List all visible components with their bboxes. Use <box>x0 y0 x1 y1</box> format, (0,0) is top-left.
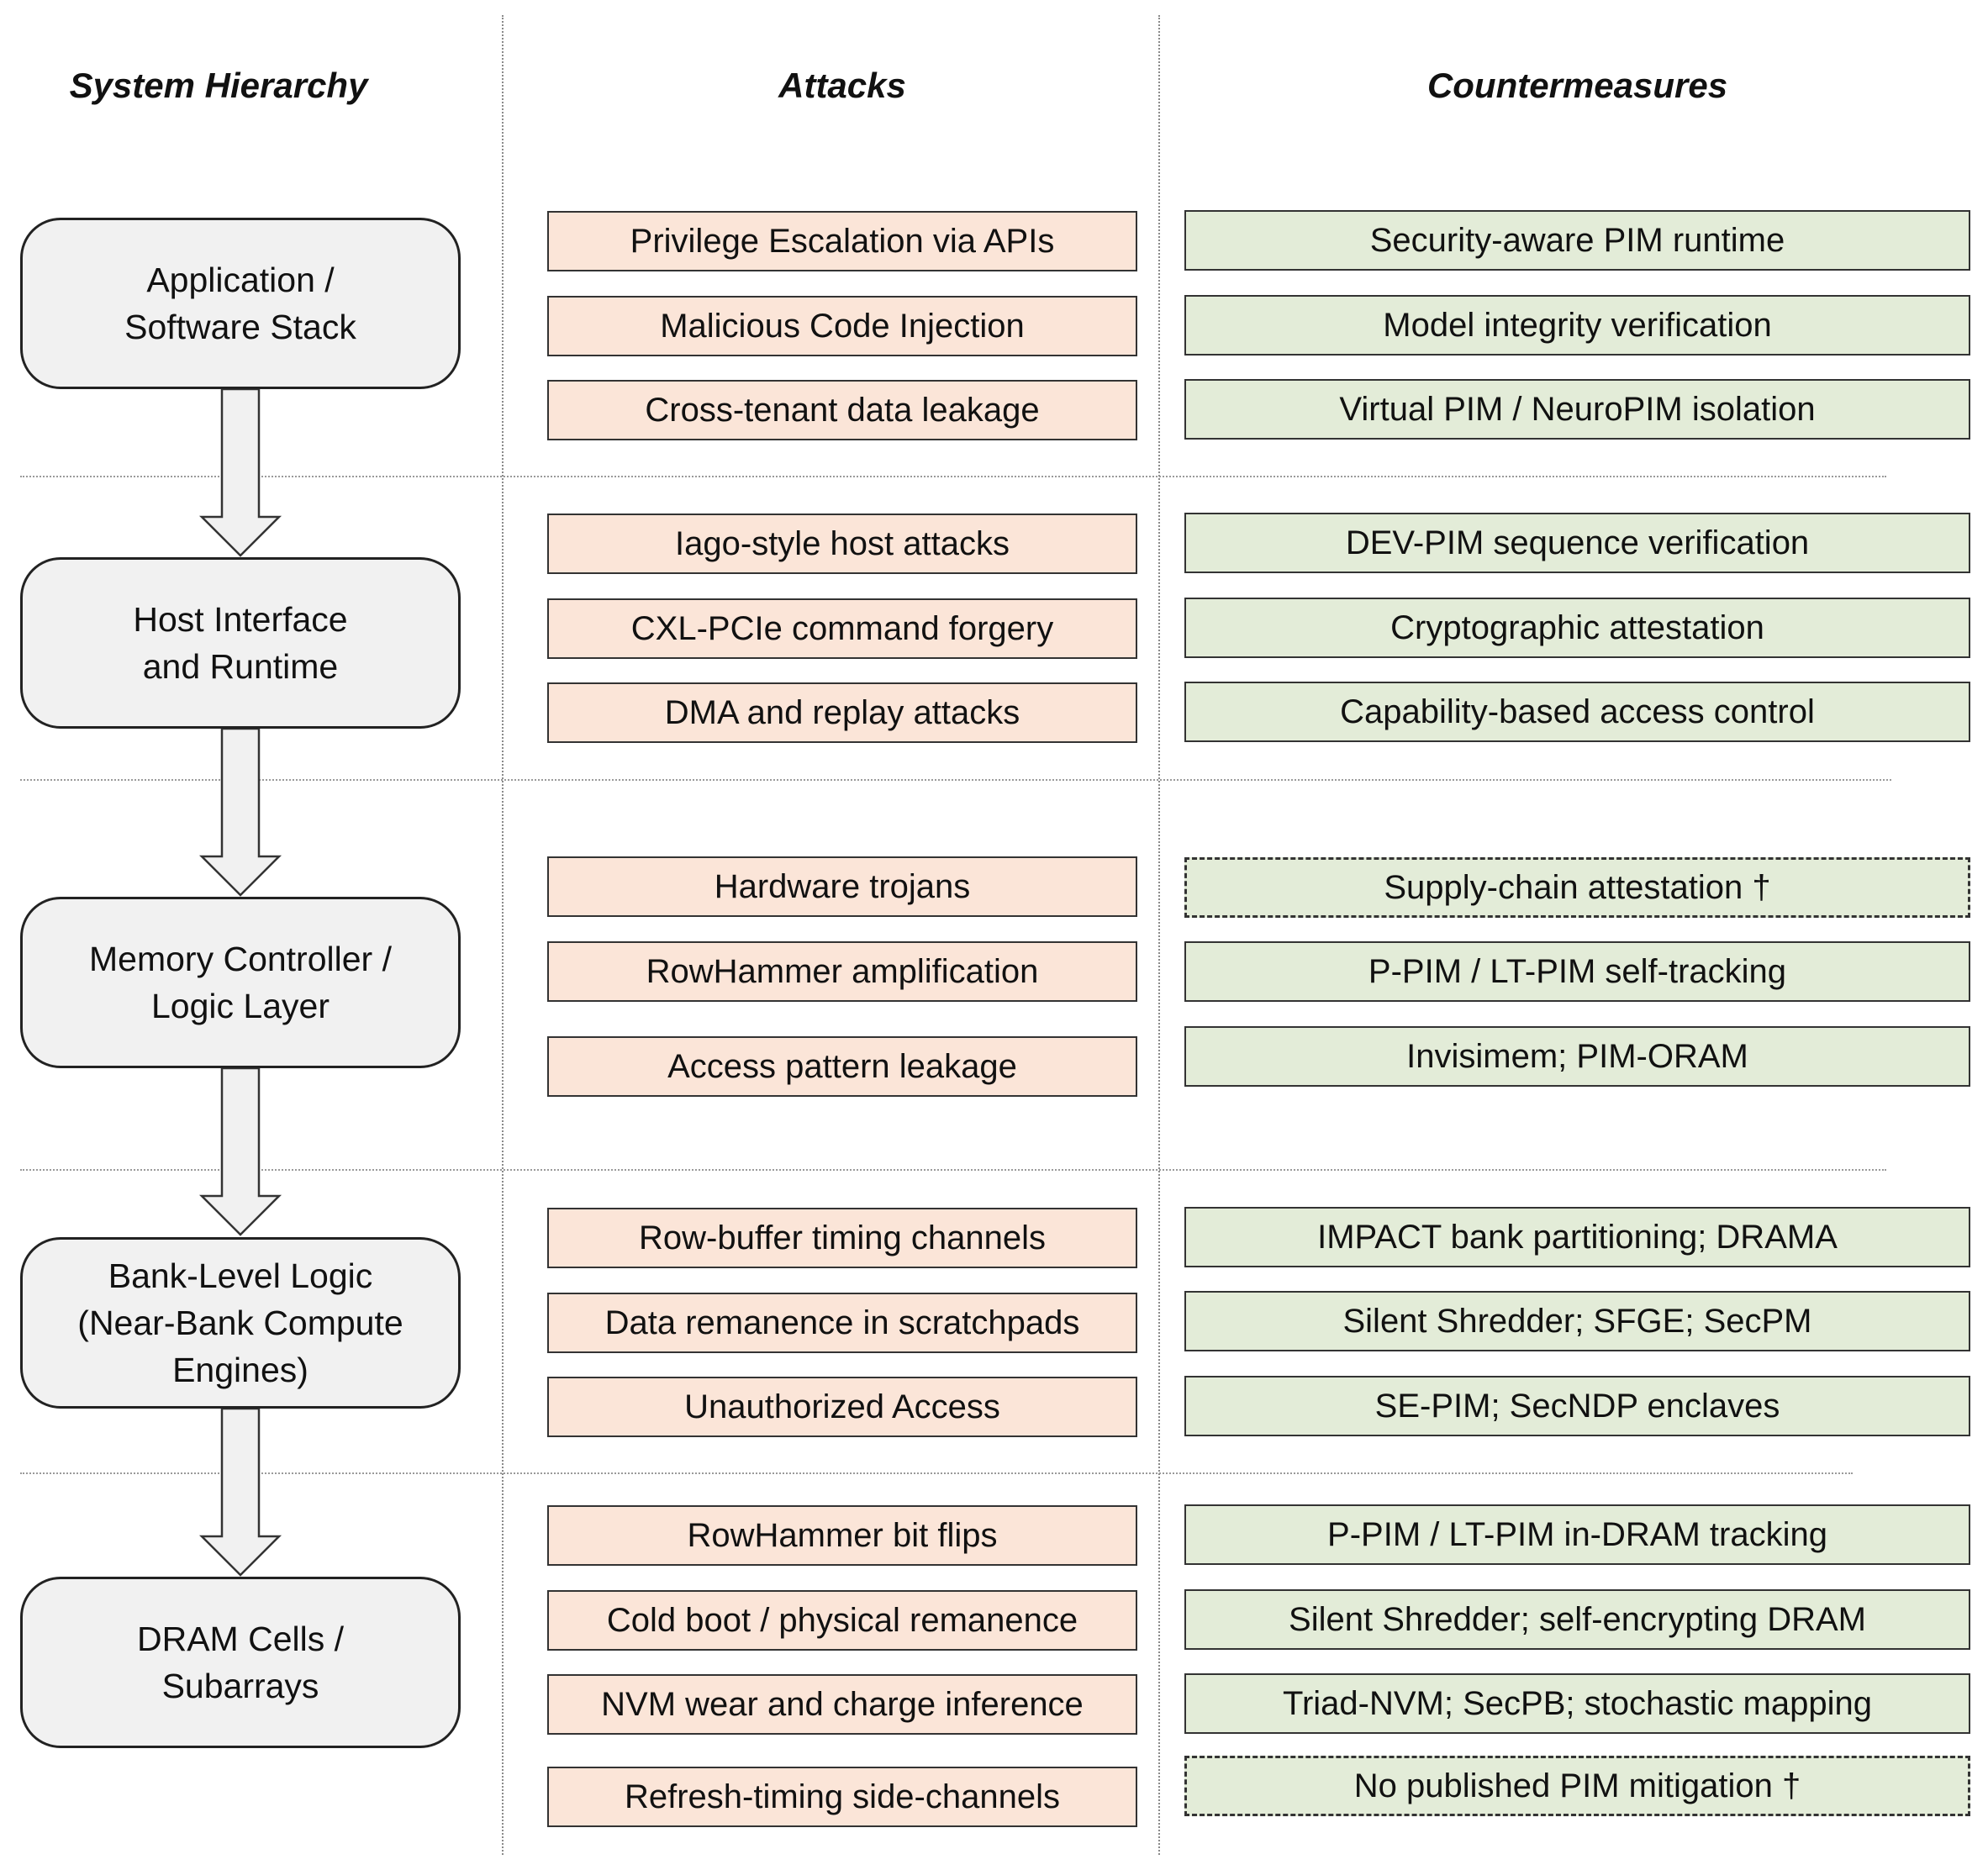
level-dram-cells-subarrays: DRAM Cells / Subarrays <box>20 1577 461 1748</box>
countermeasure-box: Security-aware PIM runtime <box>1184 210 1970 271</box>
attack-box: RowHammer amplification <box>547 941 1137 1002</box>
attack-box: Privilege Escalation via APIs <box>547 211 1137 271</box>
countermeasure-box: P-PIM / LT-PIM self-tracking <box>1184 941 1970 1002</box>
countermeasure-box: Invisimem; PIM-ORAM <box>1184 1026 1970 1087</box>
countermeasure-box: P-PIM / LT-PIM in-DRAM tracking <box>1184 1504 1970 1565</box>
countermeasure-box: SE-PIM; SecNDP enclaves <box>1184 1376 1970 1436</box>
countermeasure-box: Model integrity verification <box>1184 295 1970 356</box>
countermeasure-box: Silent Shredder; self-encrypting DRAM <box>1184 1589 1970 1650</box>
attack-box: Malicious Code Injection <box>547 296 1137 356</box>
down-arrow-icon <box>198 729 282 897</box>
level-label-line: Logic Layer <box>151 987 330 1025</box>
level-label-line: (Near-Bank Compute <box>77 1304 403 1342</box>
level-label-line: Engines) <box>172 1351 308 1389</box>
header-attacks: Attacks <box>778 66 906 105</box>
level-label-line: Software Stack <box>124 308 356 346</box>
countermeasure-box: IMPACT bank partitioning; DRAMA <box>1184 1207 1970 1267</box>
countermeasure-box: Cryptographic attestation <box>1184 598 1970 658</box>
header-countermeasures: Countermeasures <box>1426 66 1728 105</box>
column-divider-left <box>502 15 504 1855</box>
countermeasure-box: Virtual PIM / NeuroPIM isolation <box>1184 379 1970 440</box>
down-arrow-icon <box>198 1068 282 1236</box>
attack-box: Hardware trojans <box>547 856 1137 917</box>
row-divider-2 <box>20 779 1891 781</box>
countermeasure-box: DEV-PIM sequence verification <box>1184 513 1970 573</box>
countermeasure-box-dashed: Supply-chain attestation † <box>1184 857 1970 918</box>
row-divider-1 <box>20 476 1886 477</box>
level-label-line: Memory Controller / <box>89 940 392 978</box>
header-system-hierarchy: System Hierarchy <box>69 66 368 105</box>
level-label-line: Bank-Level Logic <box>108 1256 373 1295</box>
level-label-line: Application / <box>146 261 335 299</box>
level-application-software-stack: Application / Software Stack <box>20 218 461 389</box>
attack-box: Refresh-timing side-channels <box>547 1767 1137 1827</box>
down-arrow-icon <box>198 389 282 557</box>
attack-box: Row-buffer timing channels <box>547 1208 1137 1268</box>
attack-box: Iago-style host attacks <box>547 514 1137 574</box>
countermeasure-box: Silent Shredder; SFGE; SecPM <box>1184 1291 1970 1351</box>
level-memory-controller-logic-layer: Memory Controller / Logic Layer <box>20 897 461 1068</box>
attack-box: Data remanence in scratchpads <box>547 1293 1137 1353</box>
level-label-line: and Runtime <box>142 647 339 686</box>
attack-box: NVM wear and charge inference <box>547 1674 1137 1735</box>
level-label-line: Subarrays <box>161 1667 319 1705</box>
level-label-line: DRAM Cells / <box>136 1620 345 1658</box>
attack-box: RowHammer bit flips <box>547 1505 1137 1566</box>
attack-box: DMA and replay attacks <box>547 682 1137 743</box>
attack-box: Cold boot / physical remanence <box>547 1590 1137 1651</box>
attack-box: CXL-PCIe command forgery <box>547 598 1137 659</box>
level-label-line: Host Interface <box>133 600 348 639</box>
attack-box: Unauthorized Access <box>547 1377 1137 1437</box>
attack-box: Cross-tenant data leakage <box>547 380 1137 440</box>
countermeasure-box: Triad-NVM; SecPB; stochastic mapping <box>1184 1673 1970 1734</box>
attack-box: Access pattern leakage <box>547 1036 1137 1097</box>
countermeasure-box-dashed: No published PIM mitigation † <box>1184 1756 1970 1816</box>
level-host-interface-runtime: Host Interface and Runtime <box>20 557 461 729</box>
column-divider-right <box>1158 15 1160 1855</box>
row-divider-3 <box>20 1169 1886 1171</box>
down-arrow-icon <box>198 1409 282 1577</box>
row-divider-4 <box>20 1472 1853 1474</box>
countermeasure-box: Capability-based access control <box>1184 682 1970 742</box>
